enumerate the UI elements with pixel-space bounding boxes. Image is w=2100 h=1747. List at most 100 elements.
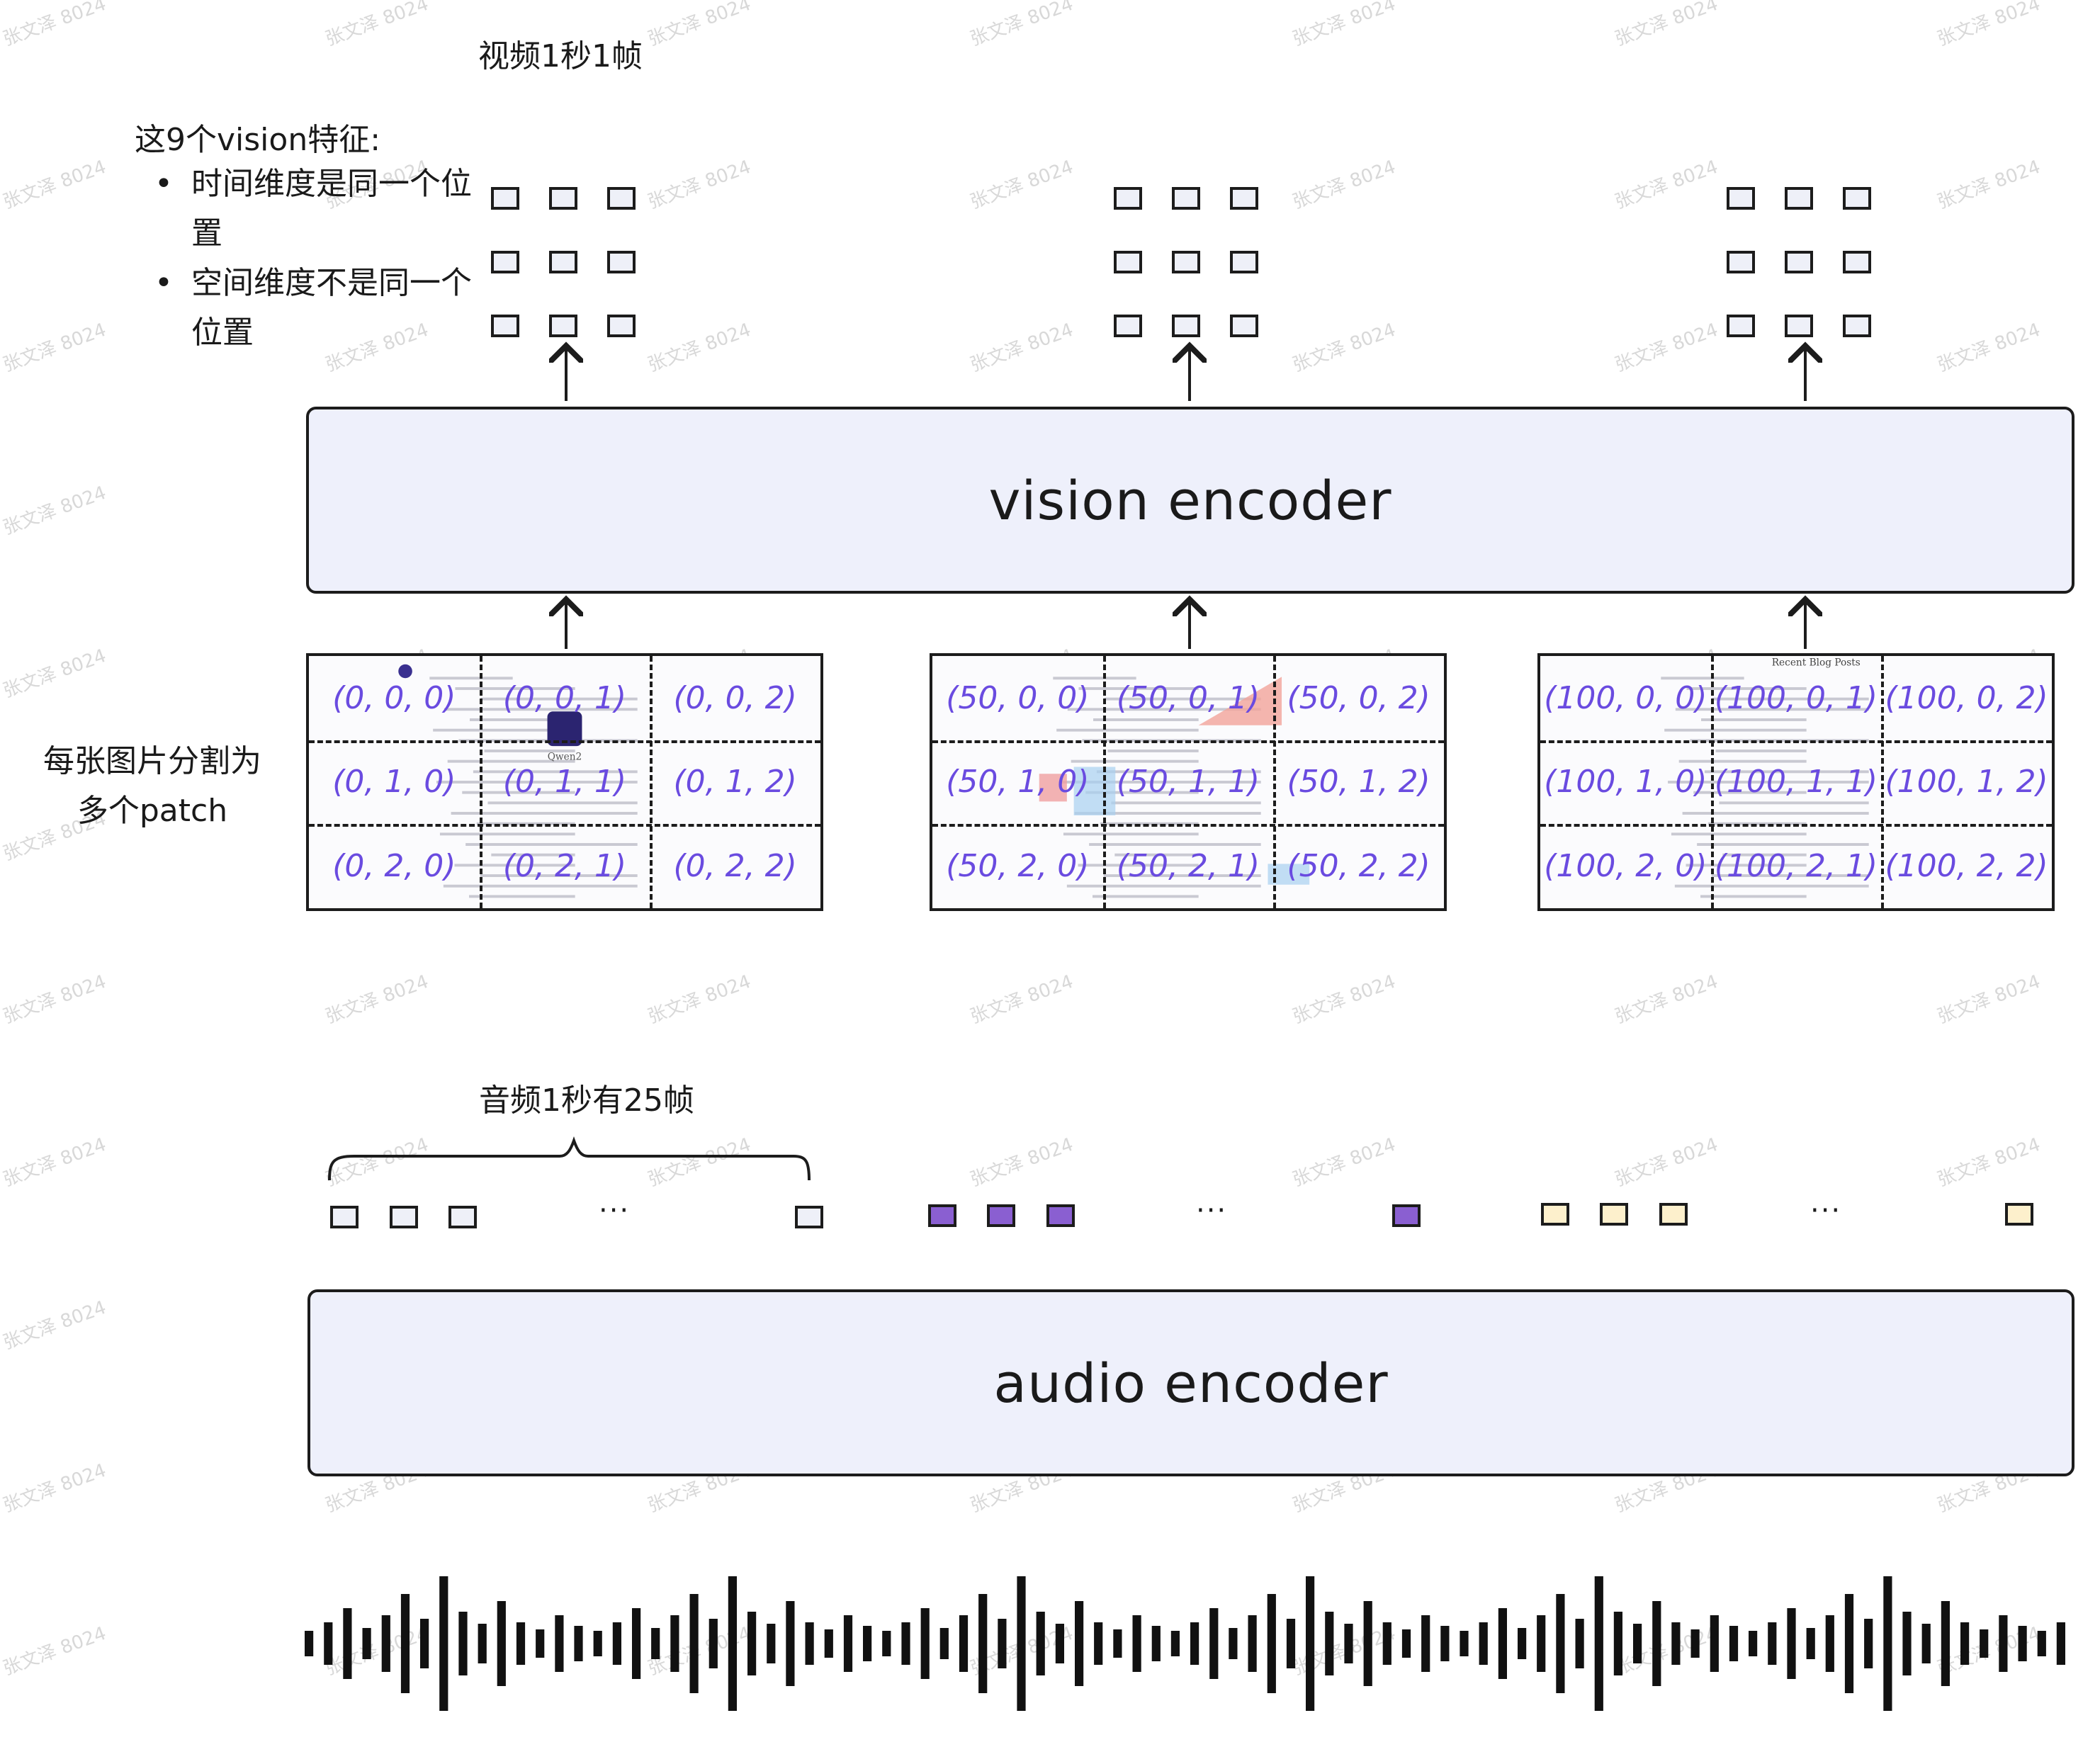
audio-ellipsis-3: ··· (1810, 1194, 1842, 1227)
waveform-bar (670, 1615, 679, 1672)
patch-divider-vertical (479, 656, 482, 908)
video-title: 视频1秒1帧 (478, 38, 643, 74)
vision-feature-token (1727, 251, 1755, 273)
waveform-bar (709, 1619, 718, 1668)
waveform-bar (1690, 1629, 1700, 1658)
audio-title: 音频1秒有25帧 (479, 1082, 694, 1119)
waveform-bar (1460, 1631, 1469, 1656)
patch-divider-vertical (1710, 656, 1714, 908)
audio-encoder-label: audio encoder (993, 1351, 1389, 1415)
vision-encoder-label: vision encoder (988, 468, 1392, 532)
patch-coordinate: (50, 0, 2) (1287, 679, 1430, 716)
vision-feature-token (1114, 187, 1142, 210)
frame-screenshot-background: Recent Blog Posts (1661, 657, 1869, 898)
audio-frame-token (1600, 1203, 1628, 1226)
audio-brace (328, 1136, 811, 1181)
audio-frame-token (1659, 1203, 1688, 1226)
vision-feature-token (491, 251, 519, 273)
patch-coordinate: (100, 2, 2) (1885, 848, 2048, 885)
patch-coordinate: (0, 0, 1) (502, 679, 627, 716)
audio-ellipsis-2: ··· (1196, 1194, 1228, 1227)
waveform-bar (1190, 1622, 1199, 1665)
patch-coordinate: (50, 2, 2) (1287, 848, 1430, 885)
vision-feature-token (1230, 187, 1258, 210)
waveform-bar (478, 1624, 487, 1663)
audio-frame-token (330, 1206, 359, 1228)
patch-note: 每张图片分割为多个patch (43, 743, 261, 829)
waveform-bar (1229, 1628, 1238, 1659)
waveform-bar (1729, 1626, 1739, 1661)
waveform-bar (1267, 1594, 1276, 1693)
waveform-bar (1960, 1622, 1970, 1665)
waveform-bar (651, 1628, 660, 1659)
patch-coordinate: (0, 1, 1) (502, 764, 627, 801)
waveform-bar (978, 1594, 988, 1693)
vision-feature-token (549, 315, 577, 337)
waveform-bar (1710, 1615, 1719, 1672)
vision-feature-token (607, 315, 636, 337)
video-frame-1: Qwen2(0, 0, 0)(0, 0, 1)(0, 0, 2)(0, 1, 0… (306, 653, 823, 911)
patch-coordinate: (0, 2, 0) (332, 848, 456, 885)
patch-coordinate: (50, 1, 0) (946, 764, 1090, 801)
waveform-bar (1652, 1601, 1661, 1686)
waveform-bar (1209, 1608, 1219, 1679)
waveform-bar (1286, 1619, 1296, 1668)
patch-coordinate: (0, 2, 2) (673, 848, 797, 885)
waveform-bar (1537, 1615, 1546, 1672)
patch-coordinate: (50, 2, 1) (1116, 848, 1260, 885)
waveform-bar (1170, 1631, 1180, 1656)
waveform-bar (1787, 1608, 1796, 1679)
vision-feature-token (1172, 315, 1200, 337)
vision-feature-token (491, 187, 519, 210)
patch-coordinate: (100, 0, 1) (1714, 679, 1878, 716)
waveform-bar (516, 1622, 526, 1665)
vision-feature-token (1114, 315, 1142, 337)
waveform-bar (2018, 1626, 2027, 1661)
waveform-bar (1017, 1576, 1026, 1711)
vision-features-heading: 这9个vision特征: (135, 122, 381, 158)
waveform-bar (555, 1615, 564, 1672)
waveform-bar (497, 1601, 506, 1686)
frame3-header: Recent Blog Posts (1772, 657, 1861, 669)
waveform-bar (632, 1608, 641, 1679)
patch-divider-horizontal (1540, 824, 2052, 827)
waveform-bar (747, 1612, 757, 1675)
patch-coordinate: (0, 0, 0) (332, 679, 456, 716)
vision-features-note: 这9个vision特征: 时间维度是同一个位置 空间维度不是同一个位置 (135, 122, 489, 358)
patch-coordinate: (0, 0, 2) (673, 679, 797, 716)
waveform-bar (728, 1576, 737, 1711)
vision-feature-token (607, 187, 636, 210)
waveform-bar (1113, 1629, 1122, 1658)
vision-feature-token (549, 187, 577, 210)
audio-frame-token (928, 1204, 956, 1227)
audio-frame-token (448, 1206, 477, 1228)
waveform-bar (1575, 1619, 1584, 1668)
patch-divider-vertical (1273, 656, 1277, 908)
waveform-bar (1498, 1608, 1507, 1679)
vision-feature-token (1114, 251, 1142, 273)
patch-divider-vertical (1881, 656, 1885, 908)
waveform-bar (305, 1631, 314, 1656)
audio-frame-token (1392, 1204, 1421, 1227)
waveform-bar (1479, 1622, 1488, 1665)
vision-feature-token (1843, 187, 1871, 210)
patch-divider-horizontal (932, 824, 1444, 827)
audio-frame-token (987, 1204, 1015, 1227)
waveform-bar (1401, 1629, 1411, 1658)
audio-frame-token (1541, 1203, 1569, 1226)
waveform-bar (362, 1628, 371, 1659)
waveform-bar (767, 1624, 776, 1663)
waveform-bar (1921, 1624, 1931, 1663)
patch-divider-horizontal (932, 740, 1444, 743)
patch-divider-horizontal (1540, 740, 2052, 743)
waveform-bar (1556, 1594, 1565, 1693)
waveform-bar (1633, 1624, 1642, 1663)
patch-coordinate: (0, 2, 1) (502, 848, 627, 885)
patch-coordinate: (50, 1, 2) (1287, 764, 1430, 801)
waveform-bar (882, 1631, 891, 1656)
waveform-bar (920, 1608, 930, 1679)
bullet-temporal: 时间维度是同一个位置 (135, 159, 489, 259)
patch-coordinate: (100, 0, 2) (1885, 679, 2048, 716)
vision-feature-token (1230, 315, 1258, 337)
audio-encoder: audio encoder (307, 1289, 2074, 1476)
